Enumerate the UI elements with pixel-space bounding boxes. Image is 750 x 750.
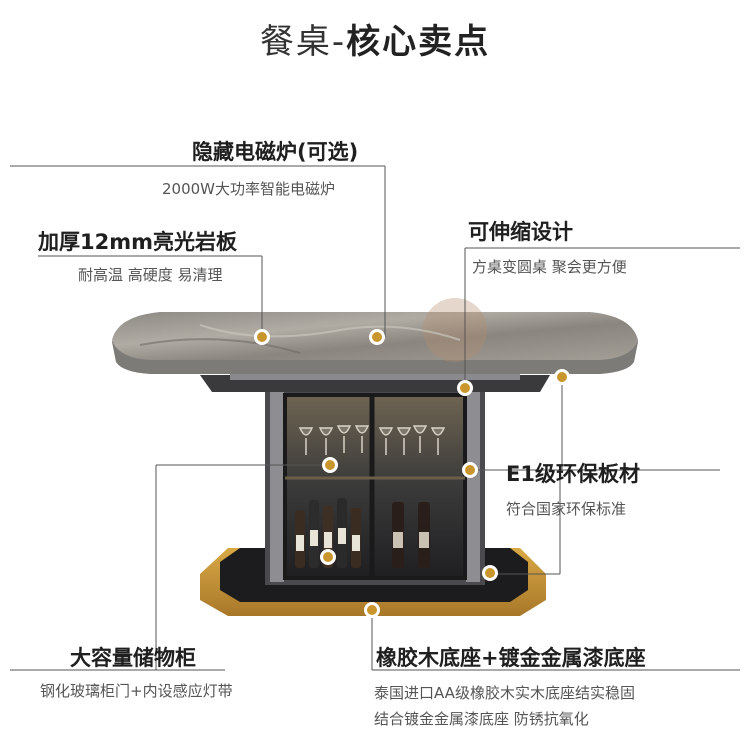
extendable-title: 可伸缩设计 bbox=[468, 220, 573, 244]
dot-base bbox=[364, 602, 380, 618]
dot-bottles bbox=[320, 549, 336, 565]
induction-desc: 2000W大功率智能电磁炉 bbox=[162, 180, 336, 198]
slab-desc: 耐高温 高硬度 易清理 bbox=[78, 266, 223, 284]
base-desc-line-2: 结合镀金金属漆底座 防锈抗氧化 bbox=[374, 710, 589, 728]
wine-glasses bbox=[298, 425, 446, 455]
storage-title: 大容量储物柜 bbox=[70, 646, 196, 670]
board-title: E1级环保板材 bbox=[506, 462, 640, 486]
callout-lines bbox=[10, 165, 740, 671]
dot-glasses bbox=[322, 457, 338, 473]
dot-extendable bbox=[457, 380, 473, 396]
title-part-2: 核心卖点 bbox=[346, 22, 491, 62]
dot-frame bbox=[554, 369, 570, 385]
callout-dots bbox=[254, 329, 570, 618]
storage-desc: 钢化玻璃柜门+内设感应灯带 bbox=[40, 682, 233, 700]
dot-slab bbox=[254, 329, 270, 345]
page-title: 餐桌-核心卖点 bbox=[0, 14, 750, 63]
dot-board bbox=[462, 462, 478, 478]
dot-side bbox=[482, 565, 498, 581]
title-part-1: 餐桌- bbox=[259, 22, 347, 62]
base-desc-line-1: 泰国进口AA级橡胶木实木底座结实稳固 bbox=[374, 684, 635, 702]
extendable-desc: 方桌变圆桌 聚会更方便 bbox=[472, 258, 627, 276]
dot-induction bbox=[369, 329, 385, 345]
induction-title: 隐藏电磁炉(可选) bbox=[192, 140, 359, 164]
base-title: 橡胶木底座+镀金金属漆底座 bbox=[376, 646, 646, 670]
board-desc: 符合国家环保标准 bbox=[506, 500, 627, 518]
slab-title: 加厚12mm亮光岩板 bbox=[38, 230, 237, 254]
